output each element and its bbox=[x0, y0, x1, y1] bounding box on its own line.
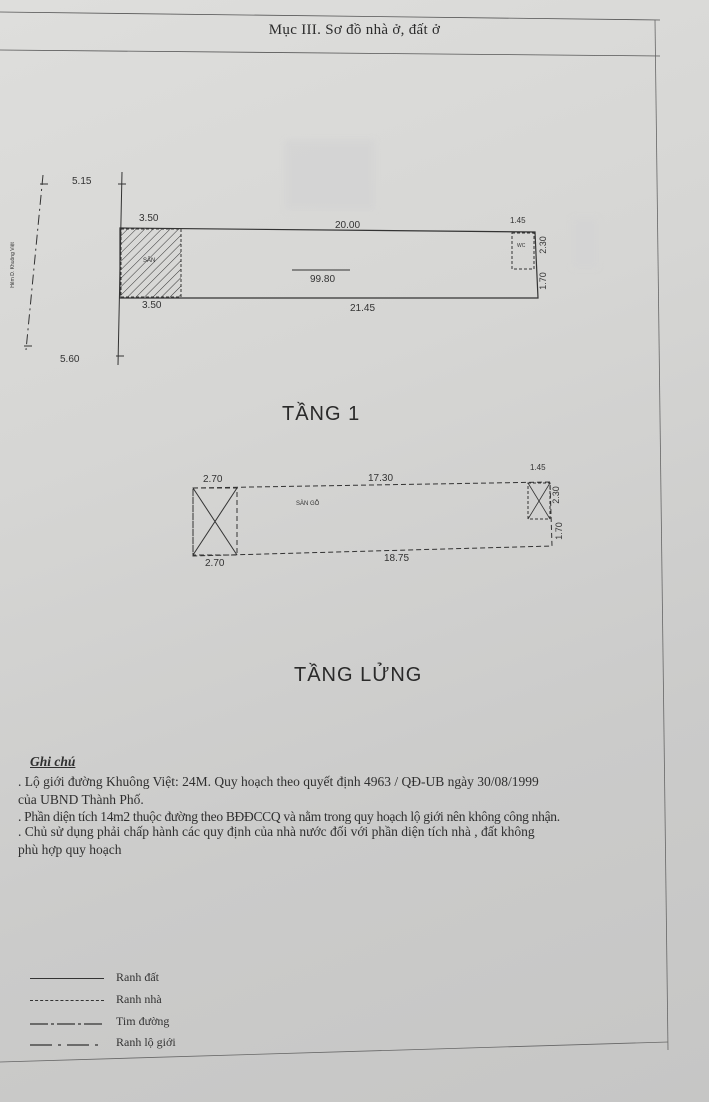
legend-item: Ranh lộ giới bbox=[30, 1035, 176, 1051]
san-go-label: SÀN GỖ bbox=[296, 501, 320, 507]
floor1-area: 99.80 bbox=[310, 274, 336, 285]
dim-top-san-width: 3.50 bbox=[139, 213, 159, 224]
legend-item: Tim đường bbox=[30, 1014, 169, 1030]
legend-line-dashed bbox=[30, 999, 104, 1001]
legend-item: Ranh đất bbox=[30, 970, 159, 985]
legend-line-dashdot bbox=[30, 1036, 104, 1051]
note-line-1: . Lộ giới đường Khuông Việt: 24M. Quy ho… bbox=[18, 774, 539, 790]
dim-top-right: 1.45 bbox=[510, 216, 526, 225]
mz-dim-top-left: 2.70 bbox=[203, 474, 223, 485]
redacted-area bbox=[285, 140, 375, 210]
mz-dim-bottom-length: 18.75 bbox=[384, 553, 410, 564]
legend-item: Ranh nhà bbox=[30, 992, 162, 1007]
dim-bottom-san-width: 3.50 bbox=[142, 300, 162, 311]
note-line-2: của UBND Thành Phố. bbox=[18, 791, 144, 807]
dim-bottom-left-width: 5.60 bbox=[60, 354, 80, 365]
wc-label: WC bbox=[517, 243, 526, 249]
dim-bottom-length: 21.45 bbox=[350, 303, 376, 314]
document-title: Mục III. Sơ đồ nhà ở, đất ở bbox=[268, 22, 441, 38]
redacted-area bbox=[572, 218, 598, 268]
mz-dim-right-upper: 2.30 bbox=[550, 486, 561, 504]
notes-heading: Ghi chú bbox=[30, 754, 76, 769]
dim-top-length: 20.00 bbox=[335, 220, 361, 231]
dim-top-left-width: 5.15 bbox=[72, 176, 92, 187]
note-line-3: . Phần diện tích 14m2 thuộc đường theo B… bbox=[18, 808, 560, 824]
mz-dim-right-lower: 1.70 bbox=[553, 522, 564, 540]
notes-section: Ghi chú . Lộ giới đường Khuông Việt: 24M… bbox=[14, 752, 560, 861]
note-line-5: phù hợp quy hoạch bbox=[18, 842, 122, 858]
legend-line-dashdot bbox=[30, 1015, 104, 1030]
mezzanine-heading: TẦNG LỬNG bbox=[294, 664, 423, 686]
legend-line-solid bbox=[30, 977, 104, 979]
mz-dim-top-length: 17.30 bbox=[368, 473, 394, 484]
mz-dim-bottom-left: 2.70 bbox=[205, 558, 225, 569]
mz-dim-top-right: 1.45 bbox=[530, 463, 546, 472]
note-line-4: . Chủ sử dụng phải chấp hành các quy địn… bbox=[18, 824, 535, 839]
san-label: SÂN bbox=[143, 258, 156, 264]
floor1-heading: TẦNG 1 bbox=[282, 403, 361, 425]
